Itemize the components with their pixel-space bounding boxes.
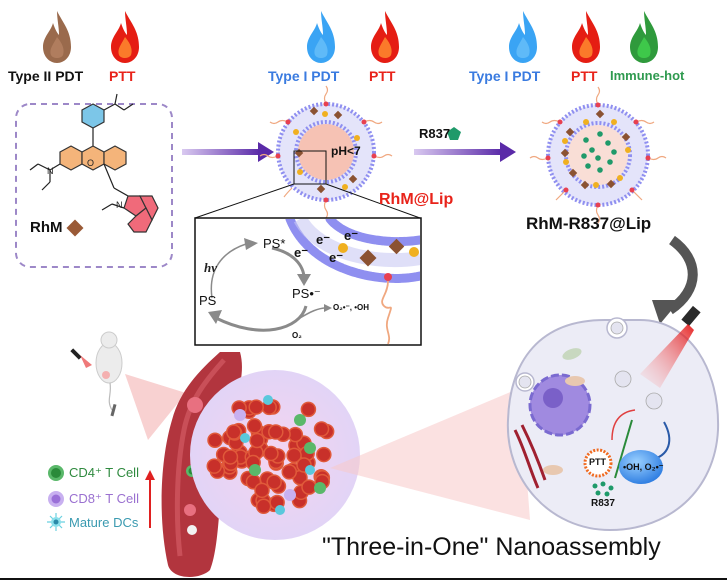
arrow-1-head — [258, 142, 274, 162]
ps-star-label: PS* — [263, 236, 286, 251]
liposome-rhm-r837 — [529, 86, 667, 224]
atom-n-plus: N — [116, 200, 123, 210]
immune-cell — [234, 409, 246, 421]
arrow-2-head — [500, 142, 516, 162]
type2-pdt-flame-icon — [43, 11, 71, 63]
tumor-red-cell — [313, 421, 330, 437]
cd4-cell-icon — [48, 465, 64, 481]
arrow-1-shaft — [182, 149, 260, 155]
tumor-red-cell — [248, 399, 264, 415]
electron-label: e⁻ — [344, 228, 359, 243]
ptt-label: PTT — [109, 68, 136, 84]
tumor-red-cell — [266, 474, 282, 490]
figure-title: "Three-in-One" Nanoassembly — [322, 533, 661, 561]
laser-icon — [70, 348, 82, 360]
tumor-red-cell — [226, 424, 242, 440]
legend-cd4: CD4⁺ T Cell — [69, 465, 139, 480]
mouse-icon — [95, 331, 123, 417]
r837-pentagon-icon — [447, 127, 461, 140]
immune-hot-flame-icon — [630, 11, 658, 63]
electron-label: e⁻ — [294, 245, 309, 260]
tumor-red-cell — [268, 424, 284, 440]
ptt-label: PTT — [369, 68, 396, 84]
hv-label: hν — [204, 260, 217, 275]
photocycle-arrows — [208, 238, 332, 332]
tumor-cluster — [206, 395, 335, 515]
tumor-beam-right — [330, 388, 530, 520]
type2-pdt-label: Type II PDT — [8, 68, 84, 84]
zoom-marker — [293, 150, 327, 185]
tumor-red-cell — [286, 447, 302, 464]
immune-hot-label: Immune-hot — [610, 68, 685, 83]
ptt-flame-icon — [572, 11, 600, 63]
rhm-label: RhM — [30, 219, 63, 236]
rhm-lip-label: RhM@Lip — [379, 191, 454, 208]
dendritic-cell — [305, 465, 315, 475]
ps-label: PS — [199, 293, 217, 308]
ros-droplet-icon — [619, 450, 663, 484]
arrow-2-shaft — [414, 149, 502, 155]
ph-label: pH<7 — [331, 144, 361, 158]
ptt-badge-icon — [583, 448, 613, 478]
uptake-arrow-head — [652, 300, 680, 324]
immune-cell — [304, 442, 316, 454]
laser-icon — [681, 305, 701, 327]
molecule-box — [15, 103, 173, 268]
ptt-label: PTT — [571, 68, 598, 84]
ros-label: O₂•⁻, •OH — [333, 303, 370, 312]
tumor-red-cell — [301, 479, 317, 495]
tumor-red-cell — [255, 498, 272, 515]
tumor-red-cell — [206, 458, 223, 474]
legend-cd8: CD8⁺ T Cell — [69, 491, 139, 506]
immune-cell — [249, 464, 261, 476]
tumor-red-cell — [222, 449, 239, 465]
tumor-red-cell — [249, 432, 265, 449]
ptt-flame-icon — [371, 11, 399, 63]
tumor-red-cell — [207, 432, 223, 448]
dendritic-cell — [240, 433, 250, 443]
dendritic-cell-icon — [47, 513, 65, 531]
atom-n: N — [47, 166, 54, 176]
tumor-red-cell — [316, 446, 332, 463]
r837-label: R837 — [419, 126, 451, 141]
o2-label: O₂ — [292, 331, 302, 340]
cell-ros-label: •OH, O₂•⁻ — [623, 462, 664, 472]
tumor-red-cell — [281, 464, 298, 480]
uptake-arrow — [667, 235, 698, 315]
dendritic-cell — [275, 505, 285, 515]
tumor-red-cell — [254, 482, 270, 499]
dendritic-cell — [263, 395, 273, 405]
type1-pdt-flame-icon — [509, 11, 537, 63]
bottom-rule — [0, 578, 727, 580]
cell-r837-label: R837 — [591, 498, 615, 509]
rhm-structure — [29, 93, 159, 233]
rhm-r837-lip-label: RhM-R837@Lip — [526, 214, 652, 233]
tumor-red-cell — [300, 401, 317, 418]
ps-radical-label: PS•⁻ — [292, 286, 321, 301]
tumor-red-cell — [246, 418, 263, 434]
rhm-diamond-icon — [66, 219, 84, 237]
atom-o: O — [87, 158, 95, 168]
immune-cell — [314, 482, 326, 494]
type1-pdt-label: Type I PDT — [268, 68, 340, 84]
tumor-beam-left — [125, 374, 186, 440]
immune-cell — [284, 489, 296, 501]
electron-label: e⁻ — [316, 232, 331, 247]
immune-cell — [294, 414, 306, 426]
laser-beam — [640, 324, 694, 388]
tumor-red-cell — [263, 445, 279, 462]
membrane-detail — [285, 219, 420, 345]
type1-pdt-flame-icon — [307, 11, 335, 63]
ptt-flame-icon — [111, 11, 139, 63]
cd8-cell-icon — [48, 491, 64, 507]
type1-pdt-label: Type I PDT — [469, 68, 541, 84]
electron-label: e⁻ — [329, 250, 344, 265]
cell-ptt-label: PTT — [589, 457, 606, 467]
legend-dcs: Mature DCs — [69, 515, 139, 530]
